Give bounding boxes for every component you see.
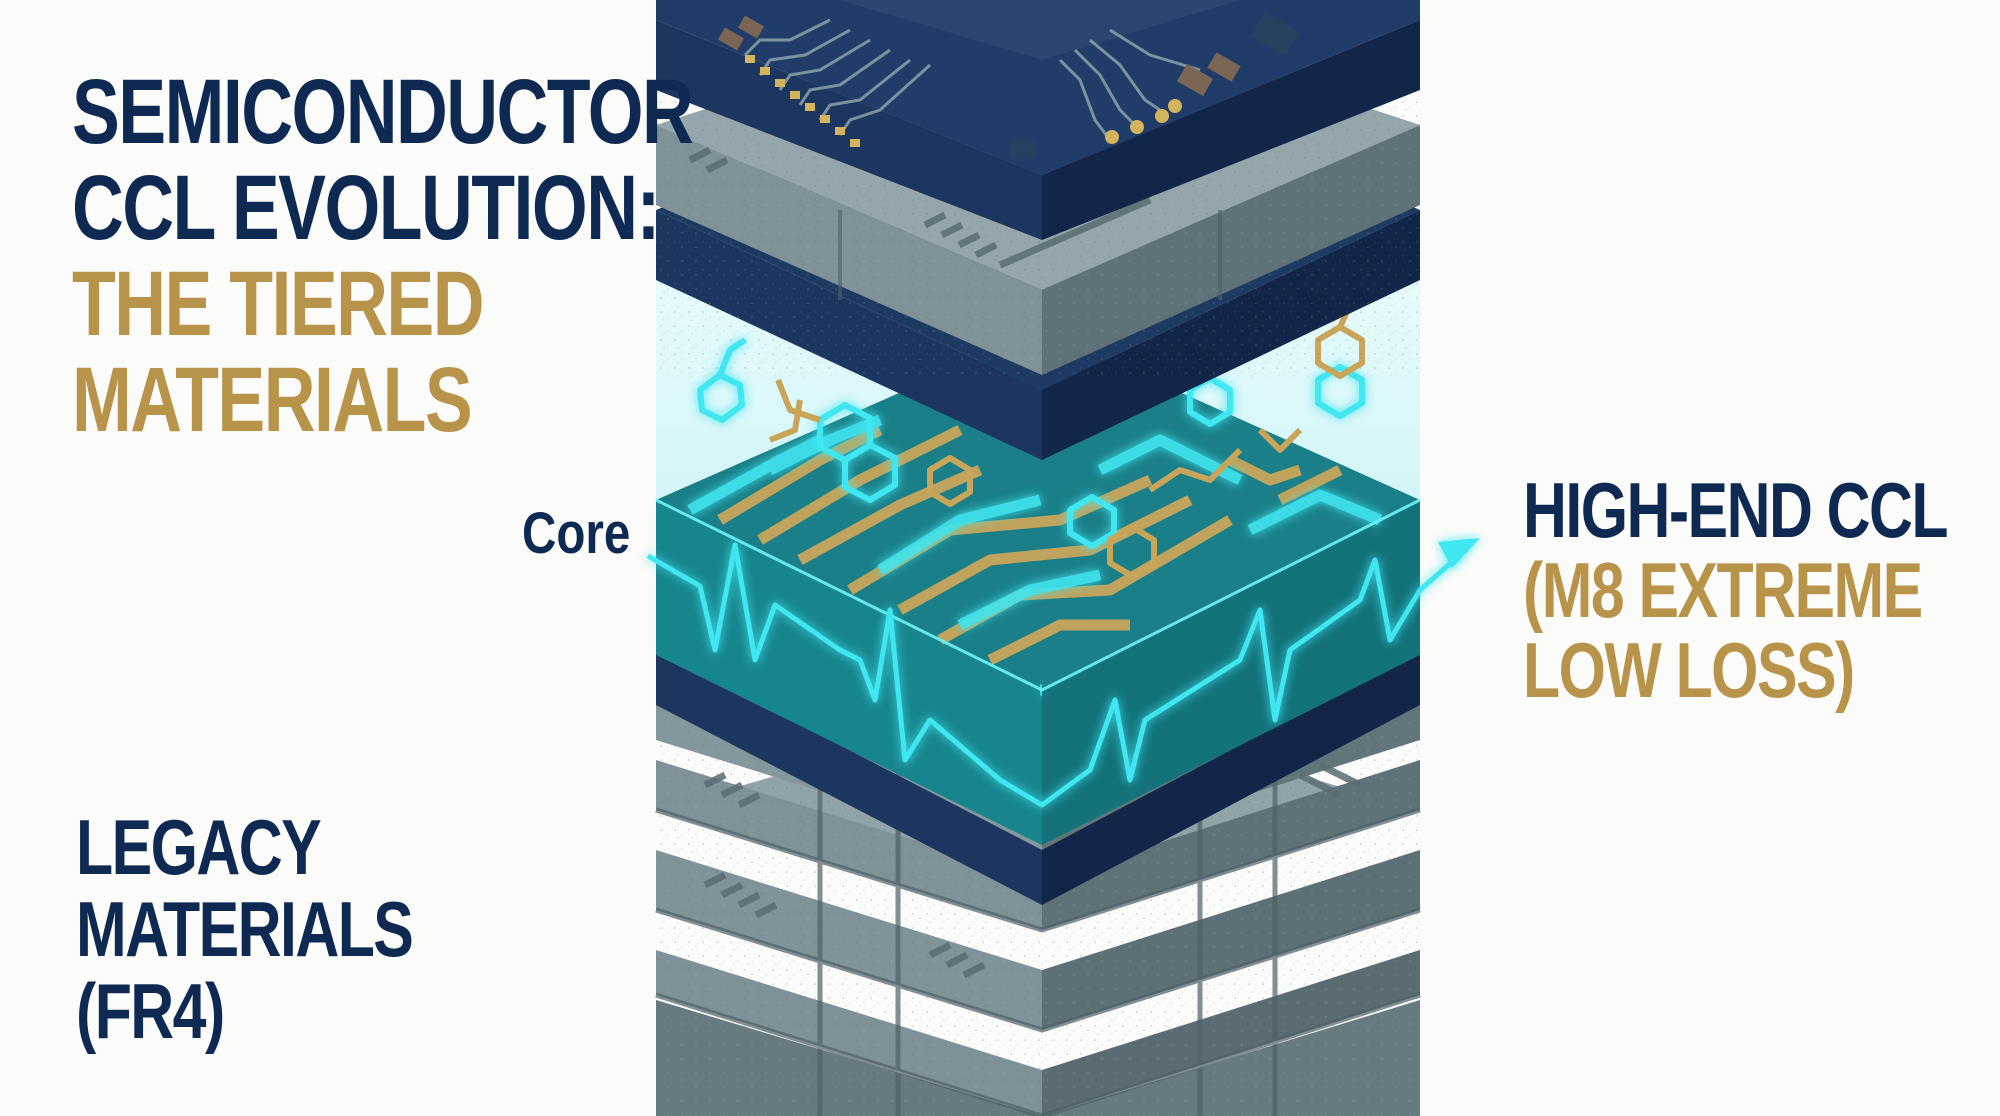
core-layer — [646, 330, 1480, 845]
legacy-line-1: LEGACY — [76, 803, 322, 891]
title-line-4: MATERIALS — [72, 349, 473, 451]
main-title: SEMICONDUCTOR CCL EVOLUTION: THE TIERED … — [72, 61, 694, 451]
legacy-materials-label: LEGACY MATERIALS (FR4) — [76, 806, 507, 1052]
core-circuit-traces — [687, 414, 1383, 696]
title-line-1: SEMICONDUCTOR — [72, 61, 694, 163]
top-pcb-board — [656, 0, 1420, 240]
high-end-line-1: HIGH-END CCL — [1523, 466, 1949, 554]
signal-arrow-icon — [1438, 538, 1480, 568]
core-label: Core — [522, 501, 631, 566]
high-end-ccl-label: HIGH-END CCL (M8 EXTREME LOW LOSS) — [1523, 470, 2000, 710]
high-end-line-2: (M8 EXTREME — [1523, 546, 1923, 634]
legacy-line-3: (FR4) — [76, 967, 225, 1055]
title-line-2: CCL EVOLUTION: — [72, 157, 660, 259]
signal-waveform — [646, 542, 1462, 808]
high-end-line-3: LOW LOSS) — [1523, 626, 1855, 714]
legacy-line-2: MATERIALS — [76, 885, 414, 973]
title-line-3: THE TIERED — [72, 253, 485, 355]
chip-icon — [840, 0, 1240, 60]
